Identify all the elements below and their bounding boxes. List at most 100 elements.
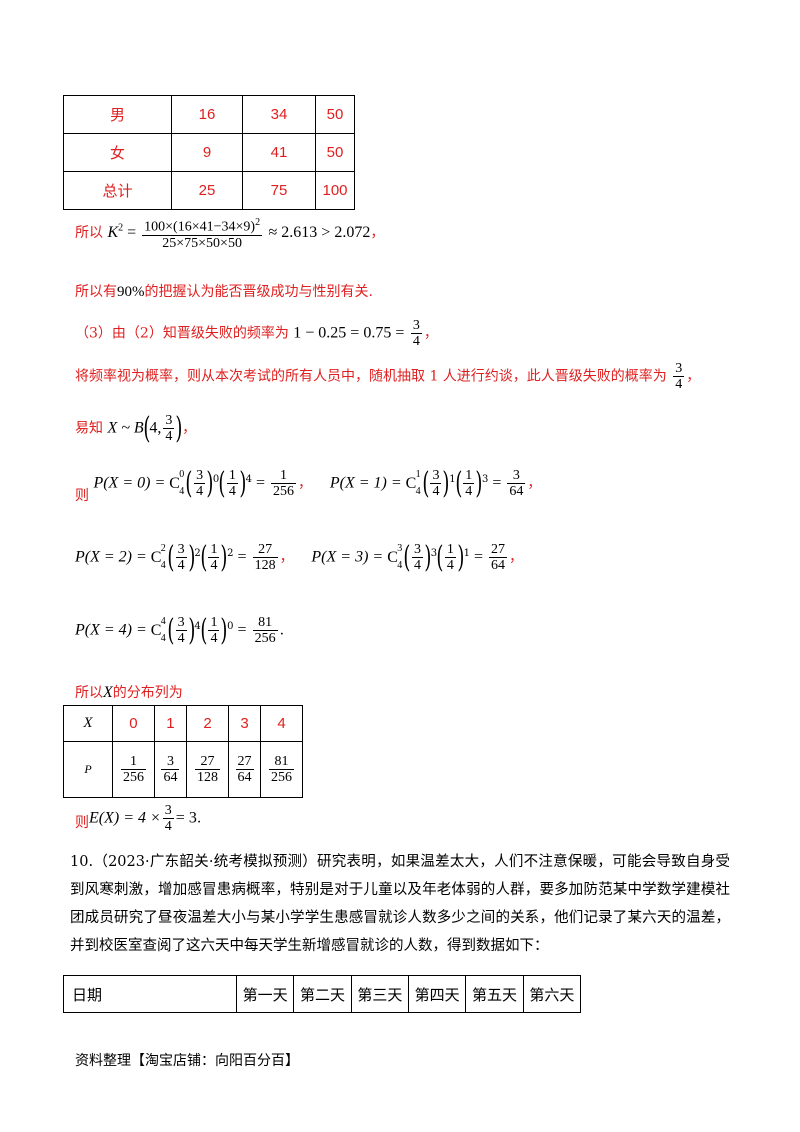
numerator: 3: [507, 468, 526, 484]
table-cell: 25: [171, 171, 243, 210]
comma: ，: [370, 224, 385, 241]
comb-sub: 4: [397, 559, 403, 571]
comb-sub: 4: [160, 559, 166, 571]
probability-line: 将频率视为概率，则从本次考试的所有人员中，随机抽取 1 人进行约谈，此人晋级失败…: [75, 361, 700, 392]
conclusion-post: 的把握认为能否晋级成功与性别有关.: [144, 284, 373, 300]
conclusion-line: 所以有90%的把握认为能否晋级成功与性别有关.: [75, 281, 373, 301]
table-cell: 75: [242, 171, 316, 210]
p0-lhs: P(X = 0) =: [93, 474, 170, 492]
denominator: 64: [490, 558, 505, 573]
c-letter: C: [387, 548, 398, 566]
comma: ，: [298, 475, 313, 492]
exponent: 2: [227, 547, 234, 559]
numerator: 3: [194, 468, 206, 484]
binomial-expr: X ~ B: [107, 419, 144, 437]
day-cell: 第五天: [465, 975, 524, 1013]
numerator: 27: [252, 542, 278, 558]
denominator: 128: [254, 558, 276, 573]
intro-var: X: [103, 684, 113, 701]
k2-fraction: 100×(16×41−34×9)2 25×75×50×50: [142, 215, 263, 251]
p4-lhs: P(X = 4) =: [75, 621, 151, 639]
comma: ，: [527, 475, 542, 492]
conclusion-pre: 所以有: [75, 284, 117, 300]
prefix-text: 所以: [75, 224, 103, 241]
then-text: 则: [75, 487, 89, 504]
probability-text: 将频率视为概率，则从本次考试的所有人员中，随机抽取 1 人进行约谈，此人晋级失败…: [75, 368, 667, 385]
denominator: 64: [237, 770, 252, 785]
binomial-n: 4,: [149, 419, 162, 437]
c-letter: C: [169, 474, 180, 492]
denominator: 4: [432, 484, 440, 499]
c-letter: C: [150, 548, 162, 566]
numerator: 27: [194, 754, 220, 770]
table-cell: 总计: [63, 171, 172, 210]
numerator: 3: [162, 803, 174, 819]
comb-sup: 4: [160, 615, 166, 627]
day-cell: 第四天: [407, 975, 467, 1013]
binomial-text: 易知: [75, 420, 103, 437]
denominator: 4: [177, 558, 185, 573]
numerator: 1: [271, 468, 297, 484]
comma: ，: [279, 549, 294, 566]
period: .: [196, 810, 202, 827]
table-row: 日期 第一天 第二天 第三天 第四天 第五天 第六天: [63, 975, 582, 1013]
footer-text: 资料整理【淘宝店铺：向阳百分百】: [75, 1053, 299, 1069]
table-cell: 9: [171, 133, 243, 172]
day-cell: 第二天: [293, 975, 352, 1013]
numerator: 3: [175, 542, 187, 558]
p3-lhs: P(X = 3) =: [311, 548, 388, 566]
day-cell: 第三天: [350, 975, 409, 1013]
exponent: 0: [227, 620, 234, 632]
table-cell: 50: [315, 95, 355, 134]
numerator: 3: [430, 468, 442, 484]
exponent: 1: [463, 547, 470, 559]
c-letter: C: [405, 474, 417, 492]
numerator: 3: [412, 542, 424, 558]
denominator: 4: [446, 558, 454, 573]
p2-lhs: P(X = 2) =: [75, 548, 151, 566]
denominator: 4: [164, 819, 172, 834]
exponent: 0: [212, 473, 220, 485]
exponent: 3: [482, 473, 489, 485]
denominator: 4: [165, 429, 173, 444]
numerator: 1: [463, 468, 475, 484]
denominator: 256: [273, 484, 295, 499]
table-row: 总计 25 75 100: [63, 171, 355, 210]
k-letter: K: [107, 223, 119, 241]
table-cell: 女: [63, 133, 172, 172]
then-text: 则: [75, 814, 89, 831]
numerator-text: 100×(16×41−34×9): [144, 219, 256, 235]
numerator: 1: [120, 754, 146, 770]
p1-lhs: P(X = 1) =: [329, 474, 406, 492]
contingency-table: 男 16 34 50 女 9 41 50 总计 25 75 100: [63, 95, 355, 210]
denominator: 4: [412, 334, 420, 349]
numerator: 3: [163, 413, 175, 429]
numerator: 1: [208, 542, 220, 558]
comb-sup: 3: [397, 542, 403, 554]
table-cell: 100: [315, 171, 355, 210]
numerator: 1: [226, 468, 238, 484]
exponent: 3: [430, 547, 438, 559]
table-cell: 16: [171, 95, 243, 134]
expectation-result: = 3: [175, 809, 197, 827]
numerator: 81: [269, 754, 295, 770]
x-value: 2: [186, 705, 229, 742]
intro-pre: 所以: [75, 685, 103, 701]
day-cell: 第一天: [235, 975, 295, 1013]
numerator: 3: [673, 361, 685, 377]
table-cell: 50: [315, 133, 355, 172]
table-cell: 男: [63, 95, 172, 134]
